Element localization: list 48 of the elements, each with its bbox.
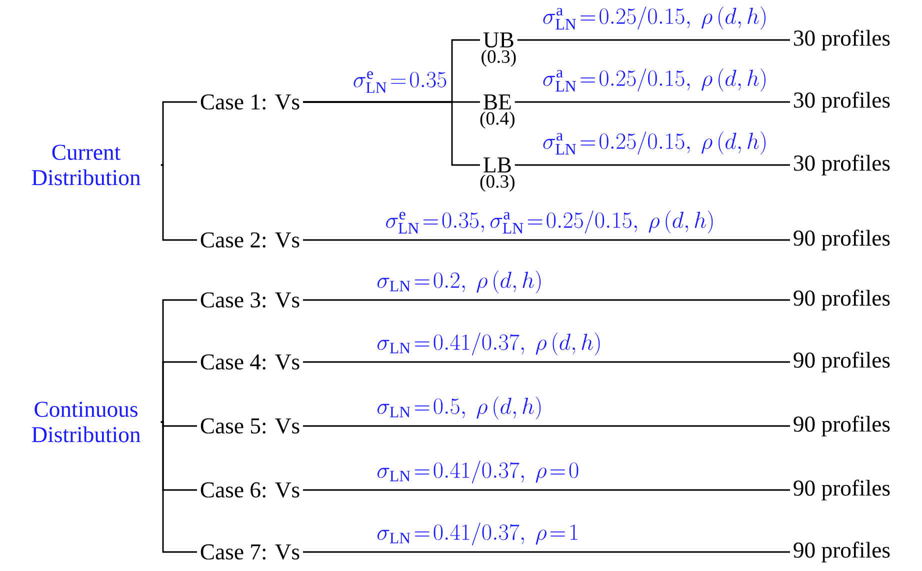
connector-line	[302, 361, 790, 363]
connector-line	[514, 164, 790, 166]
case-label: Case 1: Vs	[200, 94, 300, 110]
edge-label: $\sigma_{\mathrm{LN}}^{\mathrm{a}}\!=\!0.25/0.15,\ \rho\,(d,h)$	[543, 68, 766, 92]
case-label: Case 5: Vs	[200, 418, 300, 434]
result-label: 30 profiles	[794, 92, 890, 112]
edge-label: $\sigma_{\mathrm{LN}}^{\mathrm{e}}\!=\!0.35$	[354, 71, 446, 93]
connector-line	[302, 101, 480, 166]
result-label: 90 profiles	[794, 416, 890, 436]
connector-line	[302, 299, 790, 301]
edge-label: $\sigma_{\mathrm{LN}}\!=\!0.41/0.37,\ \rho\,(d,h)$	[377, 332, 600, 356]
result-label: 90 profiles	[794, 352, 890, 372]
result-label: 90 profiles	[794, 230, 890, 250]
edge-label: $\sigma_{\mathrm{LN}}^{\mathrm{a}}\!=\!0.25/0.15,\ \rho\,(d,h)$	[543, 132, 766, 155]
result-label: 90 profiles	[794, 290, 890, 310]
connector-line	[514, 101, 790, 103]
connector-line	[160, 164, 197, 241]
group-label: Continuous Distribution	[32, 402, 140, 442]
edge-label: $\sigma_{\mathrm{LN}}\!=\!0.2,\ \rho\,(d,h)$	[377, 270, 541, 294]
group-label: Current Distribution	[32, 144, 140, 186]
connector-line	[160, 361, 197, 423]
branch-label: LB	[484, 158, 511, 172]
connector-line	[160, 101, 197, 166]
case-label: Case 2: Vs	[200, 232, 300, 248]
edge-label: $\sigma_{\mathrm{LN}}\!=\!0.5,\ \rho\,(d,h)$	[377, 396, 541, 420]
edge-label: $\sigma_{\mathrm{LN}}\!=\!0.41/0.37,\ \rho\!=\!0$	[377, 460, 578, 484]
edge-label: $\sigma_{\mathrm{LN}}\!=\!0.41/0.37,\ \rho\!=\!1$	[377, 522, 578, 546]
probability-label: (0.3)	[482, 50, 516, 67]
case-label: Case 7: Vs	[200, 544, 300, 560]
connector-line	[302, 551, 790, 553]
result-label: 30 profiles	[794, 154, 890, 176]
connector-line	[302, 489, 790, 491]
case-label: Case 4: Vs	[200, 354, 300, 370]
edge-label: $\sigma_{\mathrm{LN}}^{\mathrm{a}}\!=\!0.25/0.15,\ \rho\,(d,h)$	[543, 6, 766, 30]
connector-line	[302, 425, 790, 427]
result-label: 30 profiles	[794, 30, 890, 50]
probability-label: (0.3)	[480, 174, 514, 192]
connector-line	[302, 239, 790, 241]
probability-label: (0.4)	[480, 112, 514, 129]
edge-label: $\sigma_{\mathrm{LN}}^{\mathrm{e}}\!=\!0.35,\sigma_{\mathrm{LN}}^{\mathrm{a}}\!=\!0.25/0.15,\ \rho\,(d,h)$	[386, 210, 713, 234]
case-label: Case 6: Vs	[200, 482, 300, 498]
case-label: Case 3: Vs	[200, 292, 300, 308]
connector-line	[517, 39, 790, 41]
branch-label: UB	[483, 32, 514, 48]
connector-line	[160, 421, 197, 553]
result-label: 90 profiles	[794, 542, 890, 562]
branch-label: BE	[484, 94, 511, 110]
result-label: 90 profiles	[794, 480, 890, 500]
